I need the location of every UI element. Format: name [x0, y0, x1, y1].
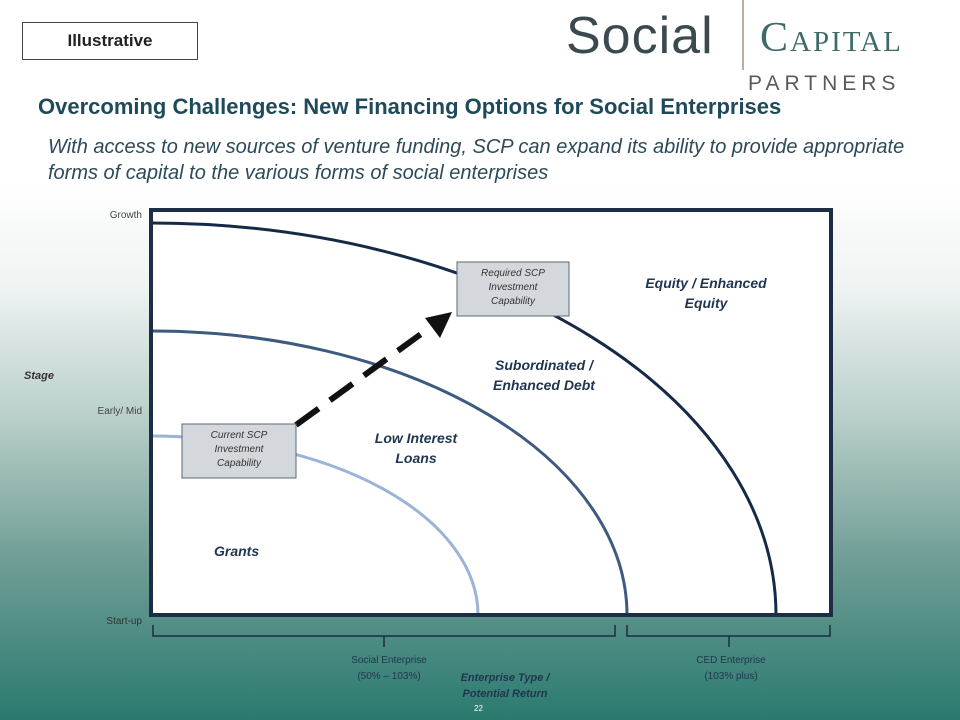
ced-enterprise-bracket	[626, 625, 831, 647]
required-box-line-2: Investment	[489, 282, 539, 293]
y-tick-startup: Start-up	[106, 616, 142, 627]
social-enterprise-return: (50% – 103%)	[357, 671, 420, 682]
required-box-line-1: Required SCP	[481, 268, 545, 279]
ced-enterprise-return: (103% plus)	[704, 671, 757, 682]
logo-social-text: Social	[566, 7, 714, 65]
logo-capital-text: Capital	[760, 15, 903, 61]
subordinated-label-1: Subordinated /	[495, 357, 595, 373]
equity-label-2: Equity	[685, 295, 729, 311]
slide-title: Overcoming Challenges: New Financing Opt…	[38, 94, 782, 119]
y-tick-early-mid: Early/ Mid	[98, 406, 142, 417]
logo-partners-text: PARTNERS	[748, 72, 901, 95]
grants-label: Grants	[214, 543, 259, 559]
subordinated-boundary-arc	[150, 221, 778, 616]
slide-subtitle: With access to new sources of venture fu…	[48, 136, 905, 184]
x-axis-label-2: Potential Return	[463, 688, 548, 700]
growth-arrow-line	[294, 323, 434, 428]
current-box-line-3: Capability	[217, 458, 262, 469]
x-axis-label-1: Enterprise Type /	[461, 672, 552, 684]
subordinated-label-2: Enhanced Debt	[493, 377, 596, 393]
y-tick-growth: Growth	[110, 210, 142, 221]
low-interest-boundary-arc	[150, 329, 629, 616]
equity-label-1: Equity / Enhanced	[645, 275, 767, 291]
social-enterprise-label: Social Enterprise	[351, 655, 427, 666]
illustrative-badge: Illustrative	[22, 22, 198, 60]
low-interest-label-1: Low Interest	[375, 430, 459, 446]
low-interest-label-2: Loans	[395, 450, 436, 466]
ced-enterprise-label: CED Enterprise	[696, 655, 766, 666]
required-capability-box: Required SCP Investment Capability	[456, 261, 570, 317]
logo-divider	[742, 0, 744, 70]
diagram-frame	[149, 208, 833, 617]
social-enterprise-bracket	[152, 625, 616, 647]
required-box-line-3: Capability	[491, 296, 536, 307]
current-box-line-2: Investment	[215, 444, 265, 455]
growth-arrow-head	[425, 312, 452, 338]
current-box-line-1: Current SCP	[211, 430, 268, 441]
current-capability-box: Current SCP Investment Capability	[181, 423, 297, 479]
y-axis-label: Stage	[24, 370, 54, 382]
page-number: 22	[474, 704, 483, 713]
